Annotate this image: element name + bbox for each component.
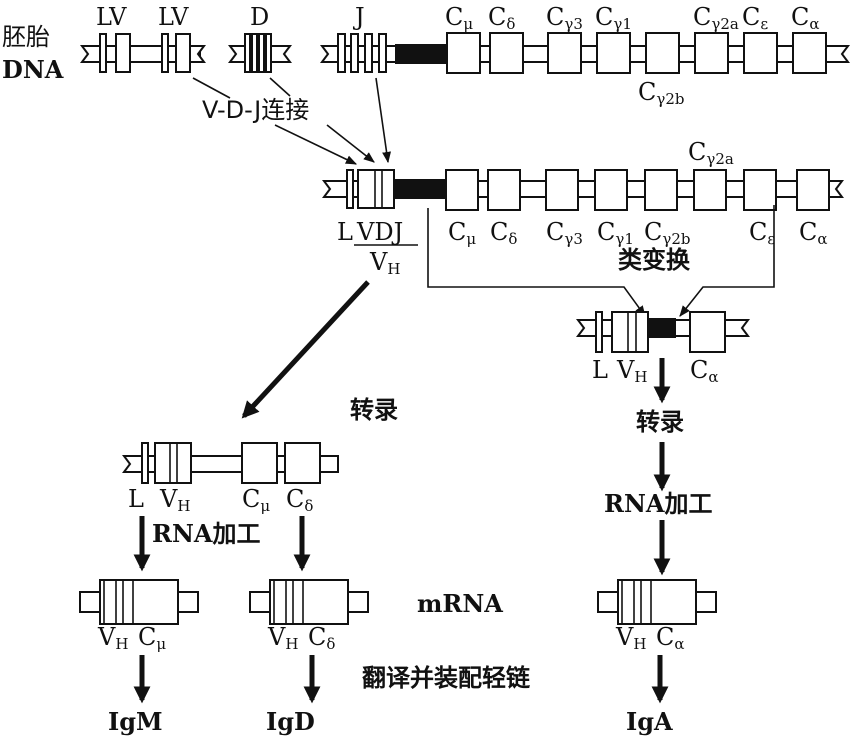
j-label: J [352, 3, 365, 31]
mrna-vh-label: VH [97, 623, 128, 653]
product-label: IgA [626, 707, 673, 736]
germline-exon-box [596, 32, 631, 74]
mrna-vh-label: VH [615, 623, 646, 653]
germline-exon-box [489, 32, 524, 74]
rearranged-exon-label: Cγ2a [688, 138, 734, 168]
rearranged-exon-label: Cμ [448, 218, 476, 248]
primary-transcript: L VH Cμ Cδ [122, 442, 339, 515]
switched-ca-label: Cα [690, 356, 719, 386]
class-switch-bracket: 类变换 [427, 205, 775, 317]
d-segment-cluster: D [228, 3, 292, 73]
germline-exon-box [547, 32, 582, 74]
mrna-c-label: Cμ [138, 623, 166, 653]
rearranged-exon-box [487, 169, 521, 211]
rearranged-exon-label: Cα [799, 218, 828, 248]
rearranged-exon-label: Cγ1 [597, 218, 634, 248]
vdj-joining-label: V-D-J连接 [202, 96, 309, 124]
rearranged-vdj-label: VDJ [356, 218, 403, 246]
lv-label-1: LV [96, 3, 127, 31]
rearranged-exon-box [644, 169, 678, 211]
class-switch-label: 类变换 [618, 246, 691, 274]
germline-exon-label: Cγ2b [638, 78, 685, 108]
switched-rna-processing-label: RNA加工 [604, 489, 713, 518]
mrna-vh-label: VH [267, 623, 298, 653]
germline-title-line2: DNA [2, 55, 64, 84]
germline-exon-box [645, 32, 680, 74]
germline-exon-label: Cγ1 [595, 3, 632, 33]
lv-label-2: LV [158, 3, 189, 31]
switched-l-label: L [592, 356, 608, 384]
left-rna-processing-label: RNA加工 [152, 519, 261, 548]
rearranged-exon-label: Cδ [490, 218, 517, 248]
pt-cdelta-label: Cδ [286, 485, 313, 515]
germline-exon-label: Cγ3 [546, 3, 583, 33]
rearranged-exon-box [693, 169, 727, 211]
mrna-c-label: Cδ [308, 623, 335, 653]
rearranged-exon-label: Cγ3 [546, 218, 583, 248]
transcription-arrow-left [241, 280, 370, 419]
germline-exon-label: Cμ [445, 3, 473, 33]
mrna-label: mRNA [417, 589, 503, 618]
rearranged-vh-label: VH [369, 248, 400, 278]
germline-exon-label: Cα [791, 3, 820, 33]
rearranged-l-label: L [337, 218, 353, 246]
vdj-joining: V-D-J连接 [192, 77, 392, 165]
germline-title-line1: 胚胎 [2, 23, 50, 51]
pt-l-label: L [128, 485, 144, 513]
rearranged-exon-label: Cε [749, 218, 775, 248]
germline-exon-label: Cδ [488, 3, 515, 33]
product-label: IgM [108, 707, 163, 736]
translation-label: 翻译并装配轻链 [362, 664, 531, 692]
rearranged-exon-box [743, 169, 777, 211]
pt-vh-label: VH [159, 485, 190, 515]
pt-cmu-label: Cμ [242, 485, 270, 515]
switched-vh-label: VH [616, 356, 647, 386]
product-label: IgD [266, 707, 315, 736]
germline-exon-box [743, 32, 778, 74]
germline-dna-row: 胚胎 DNA LV LV D [2, 3, 850, 108]
mrna-c-label: Cα [656, 623, 685, 653]
switched-transcription-label: 转录 [636, 408, 684, 436]
germline-exon-box [792, 32, 827, 74]
germline-exon-label: Cε [742, 3, 768, 33]
germline-exon-box [446, 32, 481, 74]
left-transcription-label: 转录 [350, 396, 398, 424]
rearranged-exon-box [545, 169, 579, 211]
v-segment-cluster: LV LV [80, 3, 206, 73]
rearranged-exon-box [445, 169, 479, 211]
d-label: D [250, 3, 269, 31]
rearranged-exon-box [594, 169, 628, 211]
germline-exon-label: Cγ2a [693, 3, 739, 33]
switched-dna: L VH Cα [576, 311, 750, 386]
rearranged-exon-label: Cγ2b [644, 218, 691, 248]
rearranged-exon-box [796, 169, 830, 211]
germline-exon-box [694, 32, 729, 74]
